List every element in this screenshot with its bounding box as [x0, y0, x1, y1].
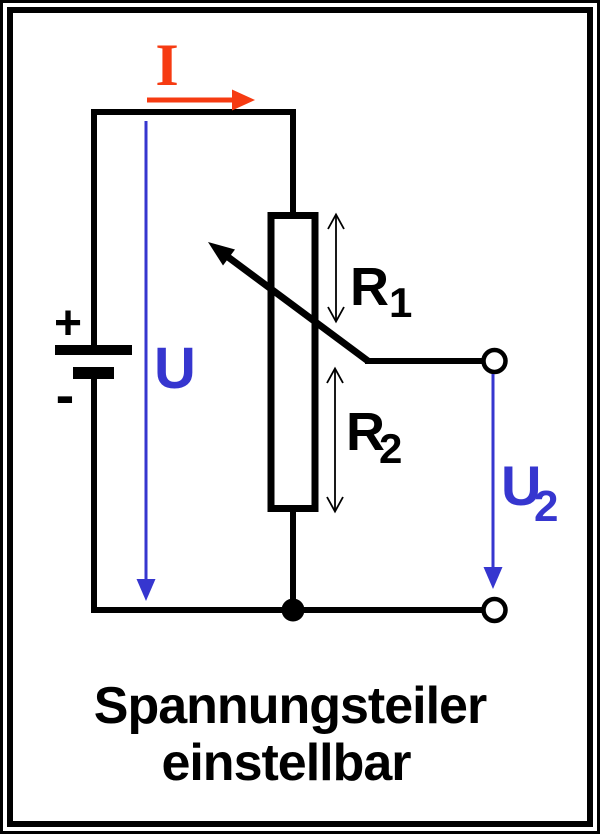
r2-extent-arrowhead-bottom [326, 496, 344, 514]
output-terminal-top [481, 347, 508, 375]
potentiometer-body [267, 212, 319, 512]
resistor-lower-subscript: 2 [379, 425, 402, 472]
output-voltage-label: U [501, 454, 541, 517]
voltage-u2-arrow-head [483, 567, 503, 589]
battery-minus-label: - [56, 363, 75, 426]
source-voltage-label: U [154, 336, 196, 401]
resistor-upper-label: R [350, 257, 389, 317]
wire-top-loop [91, 109, 296, 348]
resistor-lower-label: R [346, 402, 385, 462]
r1-extent-arrowhead-top [327, 212, 345, 230]
output-terminal-bottom [481, 596, 508, 624]
potentiometer-wiper-shaft [225, 254, 371, 364]
potentiometer-wiper-arrowhead [208, 242, 235, 266]
caption-line-1: Spannungsteiler [94, 677, 487, 735]
wire-bottom-loop [91, 370, 484, 613]
r1-extent-arrowhead-bottom [327, 306, 345, 324]
current-arrow-head [232, 89, 255, 111]
battery-plus-label: + [54, 297, 82, 350]
output-voltage-subscript: 2 [534, 482, 558, 531]
resistor-upper-subscript: 1 [389, 279, 412, 326]
caption-line-2: einstellbar [161, 734, 411, 792]
junction-dot [281, 598, 305, 622]
voltage-u-arrow-head [136, 579, 156, 601]
r2-extent-arrowhead-top [326, 366, 344, 384]
current-label: I [155, 32, 178, 98]
